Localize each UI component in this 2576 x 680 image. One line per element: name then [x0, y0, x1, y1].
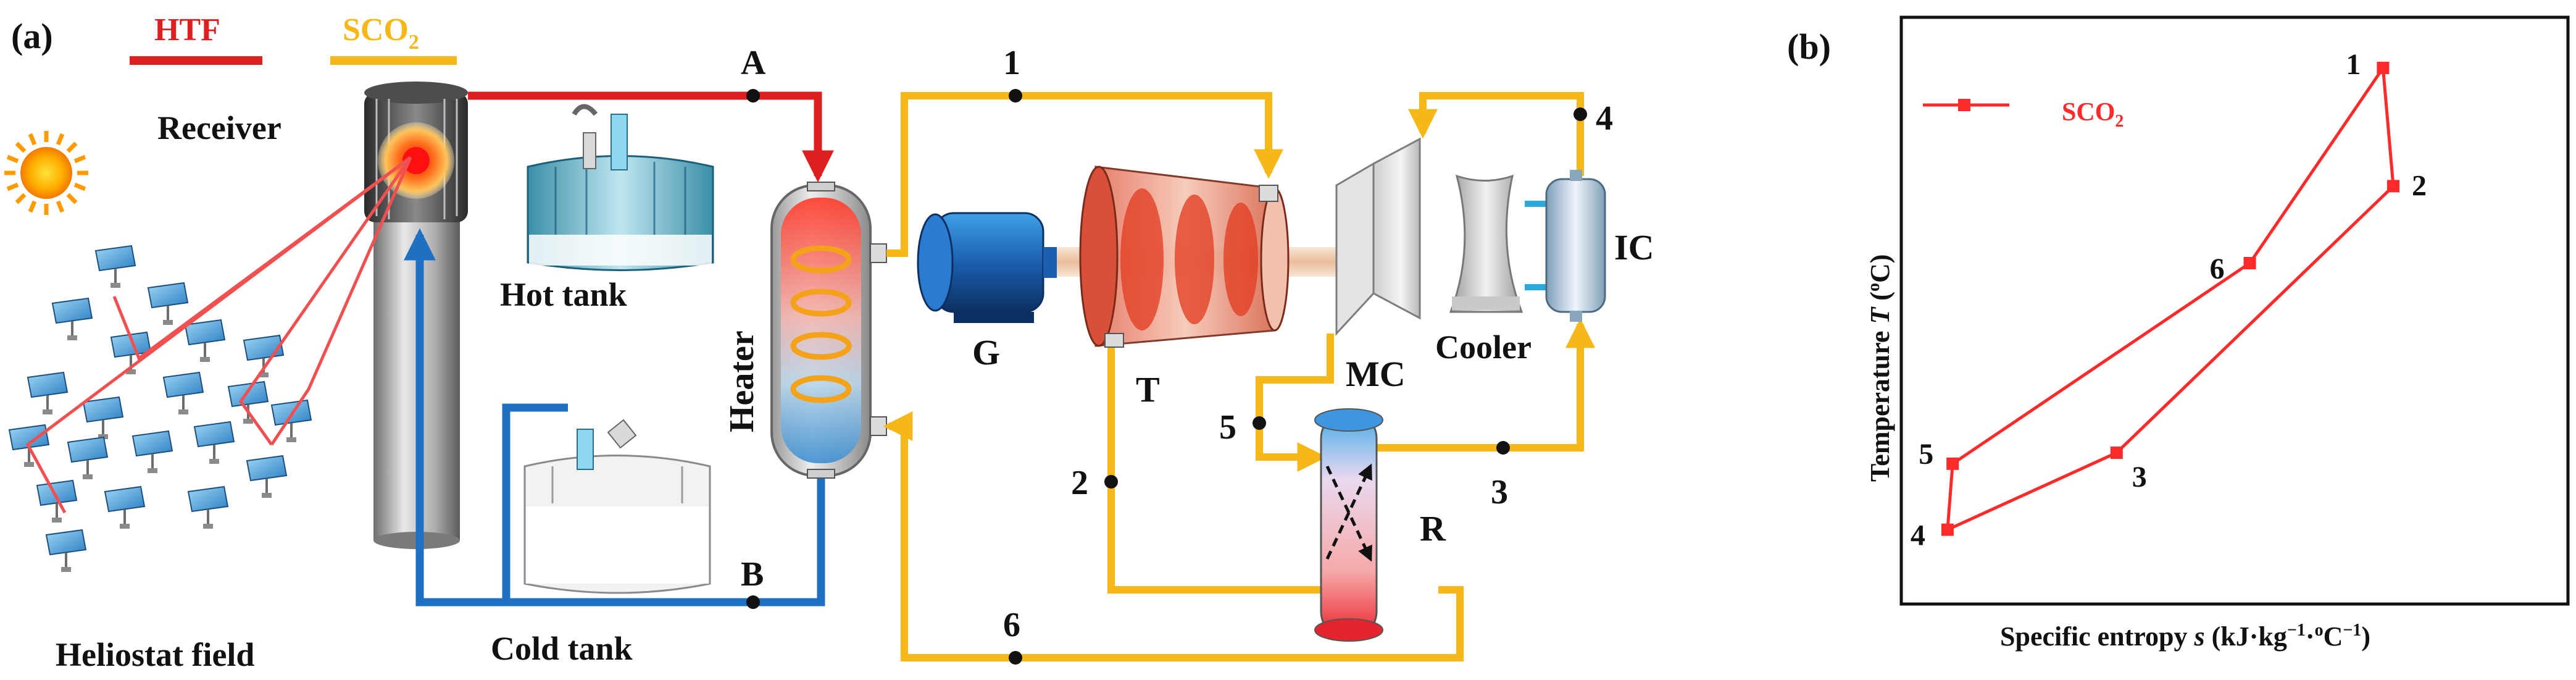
point-B-label: B	[741, 555, 764, 594]
sun-icon	[4, 131, 88, 215]
heliostat-mirror	[8, 424, 50, 467]
point-5-dot	[1253, 416, 1266, 430]
intercooler	[1545, 170, 1606, 322]
heater-label: Heater	[723, 330, 761, 432]
heliostat-mirror	[147, 282, 189, 325]
point-1-dot	[1009, 89, 1022, 103]
heliostat-mirror	[36, 479, 78, 523]
plot-legend-label: SCO2	[2062, 98, 2124, 131]
legend-htf: HTF	[130, 12, 262, 65]
x-axis-label: Specific entropy s (kJ·kg−1·oC−1)	[2000, 621, 2370, 652]
data-point-label-1: 1	[2346, 48, 2361, 81]
receiver-tower	[364, 82, 468, 549]
htf-hot-line	[468, 91, 834, 183]
plot-area: 1 2 3 4 5 6	[1911, 48, 2427, 552]
heater	[770, 182, 887, 479]
legend-sco2: SCO2	[330, 12, 457, 65]
sco2-loop	[883, 92, 1595, 661]
main-compressor-label: MC	[1346, 354, 1406, 394]
heliostat-field	[8, 245, 312, 572]
sun-rays	[25, 156, 412, 514]
data-point-label-3: 3	[2132, 461, 2147, 493]
point-A-dot	[746, 89, 760, 103]
panel-b: (b) SCO2 Temperature T (oC) Specific ent…	[1787, 15, 2570, 652]
y-axis-label: Temperature T (oC)	[1864, 254, 1895, 482]
data-point-3	[2110, 447, 2123, 460]
receiver-label: Receiver	[157, 109, 281, 146]
data-point-label-4: 4	[1911, 519, 1925, 552]
hot-tank	[527, 104, 714, 271]
data-point-4	[1941, 523, 1954, 536]
heliostat-mirror	[227, 380, 269, 424]
heliostat-mirror	[67, 436, 109, 479]
point-4-label: 4	[1596, 99, 1613, 138]
heliostat-mirror	[193, 421, 235, 464]
panel-b-tag: (b)	[1787, 27, 1831, 67]
plot-legend: SCO2	[1923, 98, 2124, 131]
plot-frame	[1899, 15, 2570, 606]
ic-coolant	[1525, 201, 1546, 290]
point-3-dot	[1496, 441, 1510, 455]
legend-sco2-label: SCO2	[343, 12, 419, 54]
point-5-label: 5	[1219, 408, 1236, 447]
panel-a-tag: (a)	[11, 16, 53, 56]
point-A-label: A	[741, 44, 766, 82]
hot-tank-label: Hot tank	[500, 276, 627, 313]
generator	[917, 212, 1057, 323]
cooler	[1449, 174, 1524, 313]
point-1-label: 1	[1003, 44, 1020, 82]
heliostat-mirror	[162, 371, 204, 414]
heliostat-mirror	[184, 319, 226, 362]
point-B-dot	[746, 595, 760, 609]
heliostat-mirror	[131, 430, 173, 473]
main-compressor	[1335, 137, 1421, 336]
point-6-label: 6	[1003, 606, 1020, 644]
legend-htf-label: HTF	[154, 12, 220, 48]
data-point-label-6: 6	[2210, 253, 2225, 285]
heliostat-mirror	[27, 371, 69, 414]
heliostat-mirror	[246, 455, 288, 498]
heliostat-mirror	[51, 297, 93, 340]
heliostat-field-label: Heliostat field	[56, 636, 254, 673]
data-point-label-5: 5	[1919, 438, 1933, 471]
heliostat-mirror	[82, 396, 124, 439]
cold-tank-label: Cold tank	[491, 630, 633, 667]
recuperator	[1314, 408, 1383, 642]
htf-cold-line	[404, 228, 825, 607]
recuperator-label: R	[1420, 508, 1446, 548]
data-point-1	[2377, 62, 2390, 75]
point-3-label: 3	[1491, 473, 1508, 511]
point-2-label: 2	[1071, 464, 1088, 502]
heliostat-mirror	[187, 485, 229, 529]
point-6-dot	[1009, 651, 1022, 665]
cooler-label: Cooler	[1435, 329, 1532, 366]
point-2-dot	[1104, 475, 1118, 489]
series-line-sco2	[1946, 67, 2395, 532]
intercooler-label: IC	[1614, 227, 1654, 267]
point-4-dot	[1574, 107, 1587, 121]
data-point-6	[2243, 257, 2256, 269]
data-point-5	[1946, 457, 1959, 470]
turbine-label: T	[1136, 369, 1160, 409]
heliostat-mirror	[45, 529, 87, 572]
generator-label: G	[972, 332, 1000, 372]
cold-tank	[523, 419, 711, 594]
heliostat-mirror	[94, 245, 136, 288]
heliostat-mirror	[104, 485, 146, 529]
turbine	[1079, 166, 1290, 348]
data-point-label-2: 2	[2412, 169, 2427, 202]
panel-a: (a) HTF SCO2	[4, 12, 1654, 673]
data-point-2	[2387, 180, 2399, 193]
